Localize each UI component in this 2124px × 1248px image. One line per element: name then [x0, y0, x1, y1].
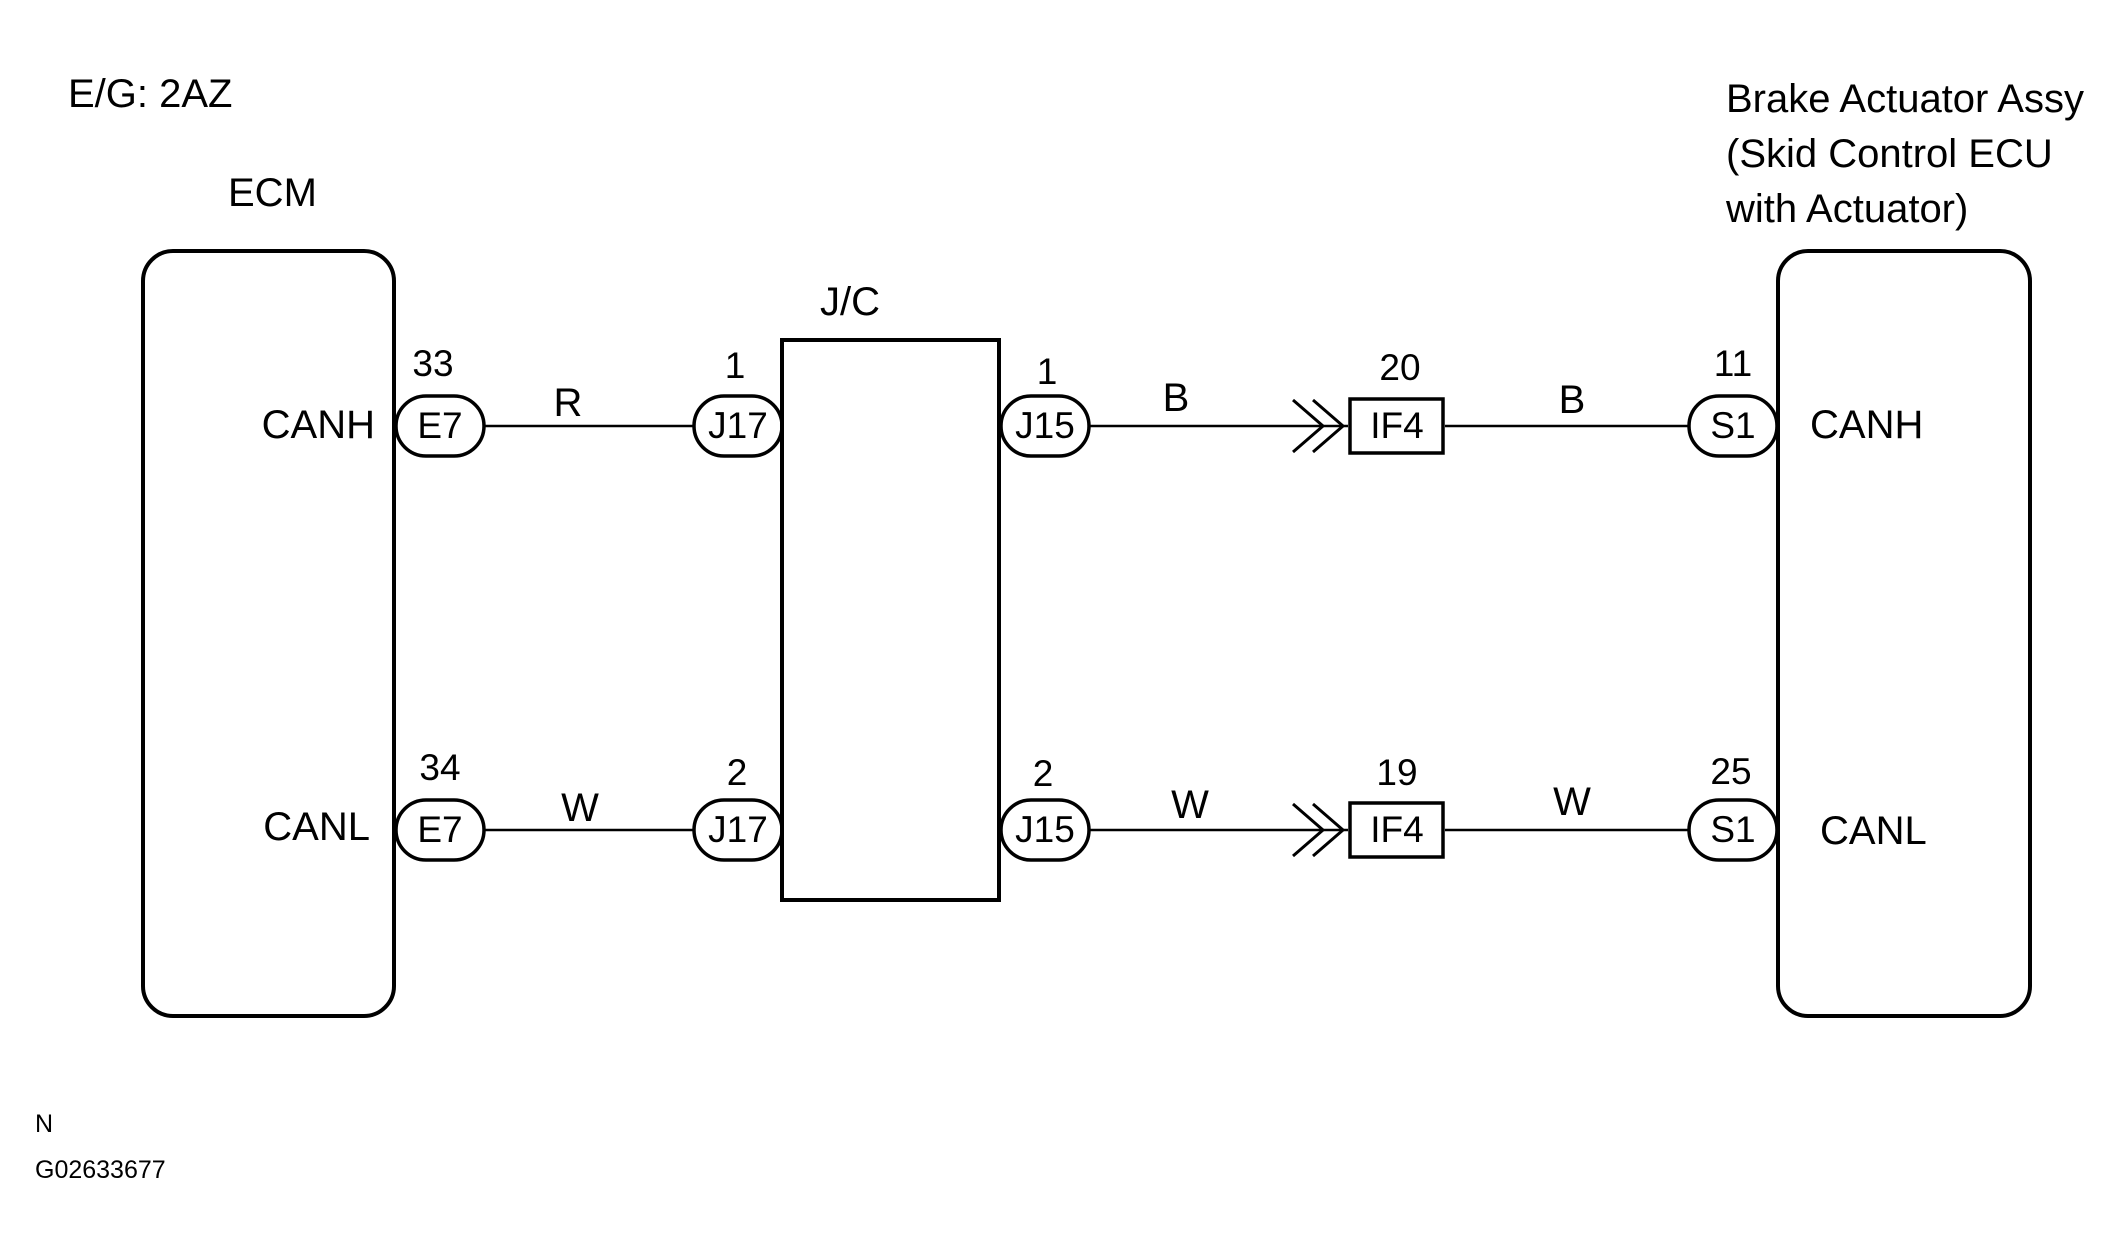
jc-right-bottom-pin: 2	[1033, 753, 1054, 794]
ecm-canh-connector-label: E7	[417, 405, 462, 446]
brake-title-line2: (Skid Control ECU	[1726, 132, 2053, 176]
brake-canh-pin: 11	[1714, 343, 1752, 384]
jc-right-bottom-connector-label: J15	[1015, 809, 1075, 850]
if4-top-chevron-inner	[1312, 398, 1346, 454]
ecm-canl-connector	[394, 798, 486, 862]
wire-color-top-ecm-jc: R	[554, 381, 583, 425]
ecm-canl-label: CANL	[263, 805, 370, 849]
region-code: N	[35, 1110, 53, 1138]
ecm-canh-pin: 33	[412, 343, 453, 384]
if4-bottom-chevron-outer	[1292, 802, 1326, 858]
if4-bottom-connector-label: IF4	[1370, 809, 1423, 850]
brake-canl-connector	[1687, 798, 1779, 862]
brake-canh-connector-label: S1	[1710, 405, 1755, 446]
ecm-canl-connector-label: E7	[417, 809, 462, 850]
wire-color-bottom-ecm-jc: W	[561, 786, 599, 830]
ecm-canh-connector	[394, 394, 486, 458]
wire-color-top-if-brake: B	[1559, 378, 1586, 422]
jc-left-top-pin: 1	[725, 345, 746, 386]
jc-title: J/C	[820, 280, 880, 324]
jc-right-top-connector-label: J15	[1015, 405, 1075, 446]
jc-left-top-connector	[692, 394, 784, 458]
jc-right-top-connector	[999, 394, 1091, 458]
if4-top-connector	[1348, 397, 1445, 455]
jc-right-top-pin: 1	[1037, 351, 1058, 392]
brake-canl-label: CANL	[1820, 809, 1927, 853]
if4-top-connector-label: IF4	[1370, 405, 1423, 446]
jc-right-bottom-connector	[999, 798, 1091, 862]
brake-actuator-box	[1776, 249, 2032, 1018]
ecm-canh-label: CANH	[262, 403, 375, 447]
ecm-title: ECM	[228, 171, 317, 215]
brake-canh-label: CANH	[1810, 403, 1923, 447]
if4-bottom-chevron-inner	[1312, 802, 1346, 858]
if4-bottom-pin: 19	[1376, 752, 1417, 793]
wire-color-bottom-if-brake: W	[1553, 780, 1591, 824]
jc-left-top-connector-label: J17	[708, 405, 768, 446]
ecm-box	[141, 249, 396, 1018]
if4-top-pin: 20	[1379, 347, 1420, 388]
brake-title-line1: Brake Actuator Assy	[1726, 77, 2084, 121]
ecm-canl-pin: 34	[419, 747, 460, 788]
wire-color-bottom-jc-if: W	[1171, 783, 1209, 827]
figure-id: G02633677	[35, 1156, 166, 1184]
jc-box	[780, 338, 1001, 902]
wire-color-top-jc-if: B	[1163, 376, 1190, 420]
if4-top-chevron-outer	[1292, 398, 1326, 454]
brake-canl-connector-label: S1	[1710, 809, 1755, 850]
jc-left-bottom-connector	[692, 798, 784, 862]
if4-bottom-connector	[1348, 801, 1445, 859]
engine-label: E/G: 2AZ	[68, 72, 233, 116]
brake-canh-connector	[1687, 394, 1779, 458]
brake-canl-pin: 25	[1710, 751, 1751, 792]
jc-left-bottom-connector-label: J17	[708, 809, 768, 850]
jc-left-bottom-pin: 2	[727, 752, 748, 793]
brake-title-line3: with Actuator)	[1725, 187, 1968, 231]
